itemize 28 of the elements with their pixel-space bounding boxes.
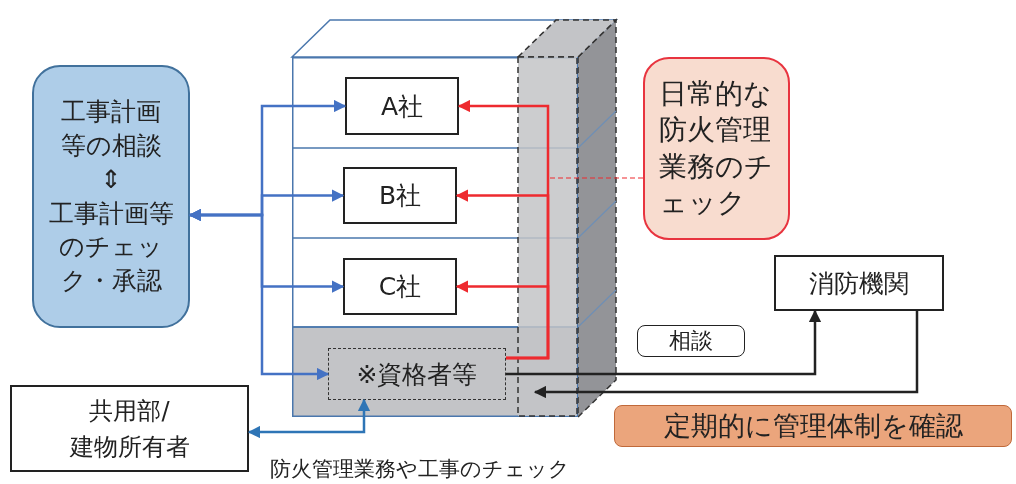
- process-box: [774, 255, 944, 311]
- process-box: [343, 167, 457, 224]
- process-box: [343, 258, 457, 315]
- rounded-box: [637, 325, 745, 357]
- arrow: [533, 311, 919, 399]
- arrow: [506, 309, 822, 376]
- box-text: 工事計画等の相談: [59, 96, 163, 162]
- box-text: 工事計画等のチェック・承認: [47, 197, 175, 297]
- banner-box: [614, 405, 1012, 447]
- rounded-box: [32, 65, 190, 328]
- rounded-box: [643, 57, 790, 240]
- arrow: [455, 280, 550, 360]
- banner-text: 定期的に管理体制を確認: [663, 409, 963, 443]
- process-box: [345, 77, 459, 135]
- double-arrow: [247, 398, 371, 439]
- box-text: ⇕: [100, 163, 122, 196]
- process-box: [10, 385, 249, 472]
- box-label: 消防機関: [809, 267, 909, 300]
- box-label: B社: [378, 180, 422, 212]
- box-label: A社: [380, 90, 424, 123]
- box-label: C社: [378, 271, 422, 303]
- leader-line: [549, 177, 644, 179]
- arrow: [190, 213, 330, 381]
- box-label: 相談: [669, 327, 713, 355]
- box-label: 共用部/建物所有者: [68, 395, 191, 463]
- caption-text: 防火管理業務や工事のチェック: [270, 456, 570, 483]
- box-text: 日常的な防火管理業務のチェック: [659, 75, 774, 221]
- box-label: ※資格者等: [356, 358, 478, 391]
